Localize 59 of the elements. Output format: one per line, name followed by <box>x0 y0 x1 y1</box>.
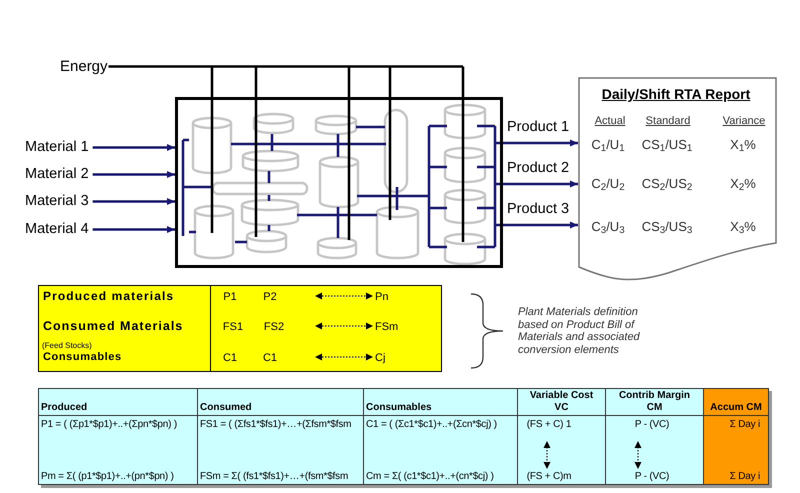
material-label: Material 3 <box>25 193 89 210</box>
arrow <box>503 140 578 146</box>
formula: Σ Day i <box>730 471 760 483</box>
column-header: Accum CM <box>710 402 762 414</box>
arrow <box>92 171 175 178</box>
sub-heading: (Feed Stocks) <box>42 340 92 352</box>
material-label: Material 4 <box>25 221 89 238</box>
formula: P - (VC) <box>634 471 670 483</box>
row-heading: Consumables <box>43 350 122 364</box>
arrow <box>92 144 175 151</box>
report-value: X$_{3}$% <box>730 219 756 234</box>
formula: P - (VC) <box>634 419 670 431</box>
material-code: P1 <box>223 290 237 304</box>
report-value: C$_{2}$/U$_{2}$ <box>591 176 625 191</box>
material-label: Material 2 <box>25 166 89 183</box>
arrow <box>92 198 175 205</box>
report-value: CS$_{2}$/US$_{2}$ <box>642 176 692 191</box>
report-value: CS$_{1}$/US$_{1}$ <box>642 137 692 152</box>
material-label: Material 1 <box>25 139 89 156</box>
row-heading: Produced materials <box>43 289 174 303</box>
formula: Pm = Σ( (p1*$p1)+..+(pn*$pn) ) <box>41 471 174 483</box>
material-code: FS2 <box>264 320 284 334</box>
material-code: C1 <box>262 351 278 365</box>
report-value: CS$_{3}$/US$_{3}$ <box>642 219 692 234</box>
report-value: C$_{1}$/U$_{1}$ <box>591 137 625 152</box>
column-header: Actual <box>594 114 626 129</box>
column-header: Consumed <box>200 402 252 414</box>
column-header: Standard <box>646 114 690 129</box>
material-code: C1 <box>222 351 238 365</box>
row-heading: Consumed Materials <box>43 319 184 333</box>
column-header: Produced <box>41 402 88 414</box>
formula: P1 = ( (Σp1*$p1)+..+(Σpn*$pn) ) <box>41 419 177 431</box>
material-code: FSm <box>375 320 398 334</box>
formula: C1 = ( (Σc1*$c1)+..+(Σcn*$cj) ) <box>366 419 497 431</box>
column-header: Contrib Margin CM <box>618 390 692 414</box>
formula: FSm = Σ( (fs1*$fs1)+…+(fsm*$fsm <box>200 471 348 483</box>
material-code: FS1 <box>222 320 244 334</box>
formula: (FS + C)m <box>526 471 572 483</box>
connector-line <box>107 65 464 98</box>
report-value: C$_{3}$/U$_{3}$ <box>591 219 625 234</box>
material-code: P2 <box>263 290 277 304</box>
arrow <box>503 222 578 228</box>
formula: Cm = Σ( (c1*$c1)+..+(cn*$cj) ) <box>366 471 494 483</box>
definition-note: Plant Materials definition based on Product Bill of Materials and associated conversion elements <box>518 306 641 356</box>
arrow <box>503 180 578 188</box>
column-header: Consumables <box>366 402 432 414</box>
material-code: Pn <box>375 290 388 304</box>
formula: (FS + C) 1 <box>526 419 572 431</box>
materials-panel <box>38 285 442 372</box>
column-header: Variable Cost VC <box>528 390 594 414</box>
formula: Σ Day i <box>730 419 760 431</box>
arrow <box>92 226 175 233</box>
report-title: Daily/Shift RTA Report <box>602 87 750 102</box>
report-value: X$_{2}$% <box>730 176 756 191</box>
energy-label: Energy <box>60 58 108 75</box>
formula: FS1 = ( (Σfs1*$fs1)+…+(Σfsm*$fsm <box>200 419 352 431</box>
column-header: Variance <box>722 114 766 129</box>
report-value: X$_{1}$% <box>730 137 756 152</box>
material-code: Cj <box>375 351 386 365</box>
